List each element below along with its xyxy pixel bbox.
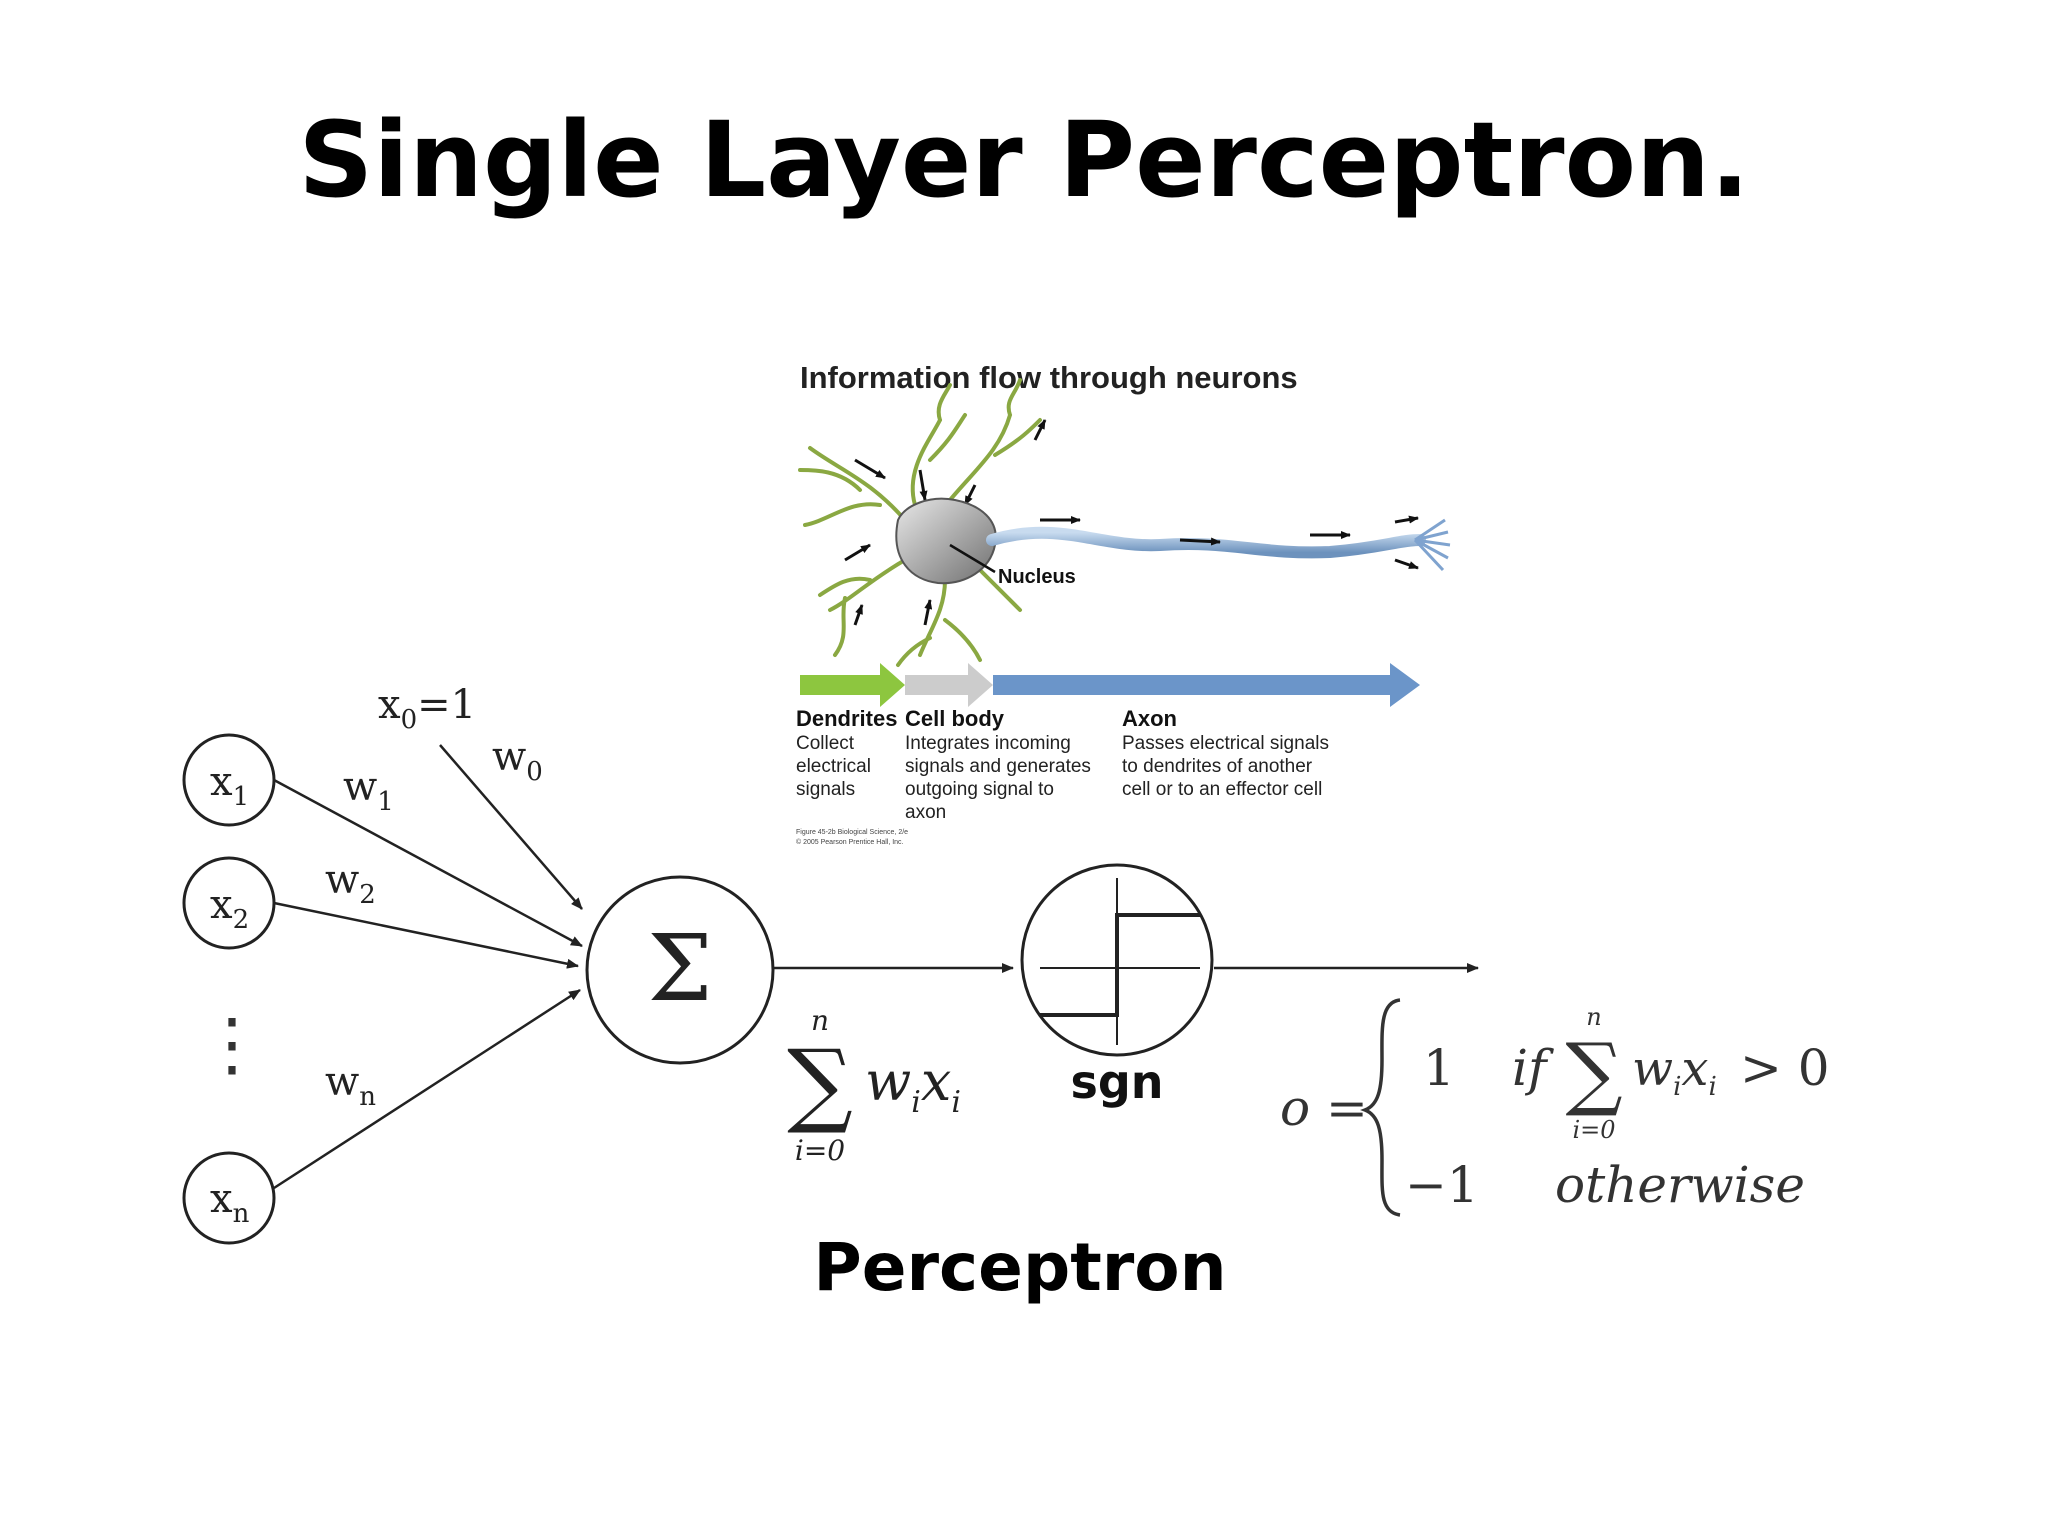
svg-text:wixi: wixi bbox=[865, 1050, 961, 1120]
perceptron-caption: Perceptron bbox=[813, 1229, 1226, 1306]
section-line: Passes electrical signals bbox=[1122, 733, 1329, 754]
input-node-xn: xn bbox=[184, 1153, 274, 1243]
input-subscript: 1 bbox=[233, 782, 250, 812]
input-label: x bbox=[210, 1176, 233, 1222]
output-case1-value: 1 bbox=[1423, 1039, 1455, 1097]
sum-term-w: w bbox=[865, 1050, 911, 1113]
weight-label-w1: w1 bbox=[343, 764, 394, 817]
sum-expression: n ∑ i=0 wixi bbox=[787, 1004, 961, 1167]
summation-node: Σ bbox=[587, 877, 773, 1063]
output-case1-if: if bbox=[1512, 1039, 1554, 1097]
inputs-ellipsis: ⋮ bbox=[197, 1003, 267, 1085]
figure-credit: Figure 45-2b Biological Science, 2/e bbox=[796, 829, 908, 836]
section-line: Integrates incoming bbox=[905, 733, 1071, 754]
output-cond-x: x bbox=[1681, 1041, 1708, 1097]
section-line: signals and generates bbox=[905, 756, 1091, 777]
flow-bar-axon bbox=[993, 663, 1420, 707]
section-line: axon bbox=[905, 802, 946, 823]
output-case2-cond: otherwise bbox=[1555, 1156, 1805, 1214]
section-line: Collect bbox=[796, 733, 855, 754]
output-cond-rhs: > 0 bbox=[1740, 1039, 1830, 1097]
svg-text:wixi: wixi bbox=[1632, 1041, 1717, 1102]
input-node-x2: x2 bbox=[184, 858, 274, 948]
output-cond-w: w bbox=[1632, 1041, 1673, 1097]
input-node-x1: x1 bbox=[184, 735, 274, 825]
section-line: electrical bbox=[796, 756, 871, 777]
output-brace bbox=[1365, 1000, 1400, 1215]
nucleus-label: Nucleus bbox=[998, 566, 1076, 588]
cell-body-illustration bbox=[896, 499, 995, 583]
section-line: signals bbox=[796, 779, 855, 800]
section-heading: Axon bbox=[1122, 706, 1177, 731]
section-axon: Axon Passes electrical signals to dendri… bbox=[1122, 706, 1329, 800]
input-label: x bbox=[210, 759, 233, 805]
section-line: to dendrites of another bbox=[1122, 756, 1313, 777]
flow-bar bbox=[800, 663, 1420, 707]
activation-node bbox=[1022, 865, 1212, 1055]
activation-label: sgn bbox=[1070, 1055, 1163, 1109]
figure-credit: © 2005 Pearson Prentice Hall, Inc. bbox=[796, 838, 904, 846]
output-cond-lower-limit: i=0 bbox=[1572, 1116, 1615, 1144]
sum-term-x-sub: i bbox=[951, 1085, 961, 1120]
output-case2-value: −1 bbox=[1405, 1156, 1479, 1214]
summation-symbol: Σ bbox=[647, 915, 712, 1022]
flow-bar-dendrites bbox=[800, 663, 905, 707]
section-cell-body: Cell body Integrates incoming signals an… bbox=[905, 706, 1091, 823]
weight-label-w2: w2 bbox=[325, 857, 376, 910]
edge-x2 bbox=[274, 903, 578, 966]
slide-title: Single Layer Perceptron. bbox=[298, 99, 1749, 221]
bias-weight-label: w0 bbox=[492, 734, 543, 787]
output-cond-x-sub: i bbox=[1709, 1072, 1717, 1102]
section-heading: Cell body bbox=[905, 706, 1005, 731]
input-subscript: 2 bbox=[233, 905, 250, 935]
section-heading: Dendrites bbox=[796, 706, 897, 731]
sum-sigma: ∑ bbox=[787, 1030, 853, 1137]
flow-bar-cell-body bbox=[905, 663, 993, 707]
weight-label-wn: wn bbox=[325, 1059, 376, 1112]
input-subscript: n bbox=[233, 1199, 250, 1229]
output-formula: o = 1 if n ∑ i=0 wixi > 0 −1 otherwise bbox=[1280, 1000, 1830, 1215]
output-lhs: o = bbox=[1280, 1079, 1368, 1137]
sum-term-w-sub: i bbox=[911, 1085, 921, 1120]
edge-x1 bbox=[274, 780, 582, 946]
section-dendrites: Dendrites Collect electrical signals bbox=[796, 706, 897, 800]
output-cond-w-sub: i bbox=[1673, 1072, 1681, 1102]
input-label: x bbox=[210, 882, 233, 928]
sum-lower-limit: i=0 bbox=[795, 1134, 845, 1167]
section-line: cell or to an effector cell bbox=[1122, 779, 1322, 800]
axon-terminals bbox=[1415, 520, 1450, 570]
section-line: outgoing signal to bbox=[905, 779, 1054, 800]
neuron-figure-title: Information flow through neurons bbox=[800, 360, 1298, 395]
edge-xn bbox=[274, 990, 580, 1188]
output-cond-sigma: ∑ bbox=[1565, 1026, 1622, 1119]
neuron-figure: Information flow through neurons Nucleus bbox=[796, 360, 1450, 846]
bias-input-label: x0=1 bbox=[378, 682, 476, 735]
sum-term-x: x bbox=[921, 1050, 951, 1113]
input-edges bbox=[274, 745, 582, 1188]
